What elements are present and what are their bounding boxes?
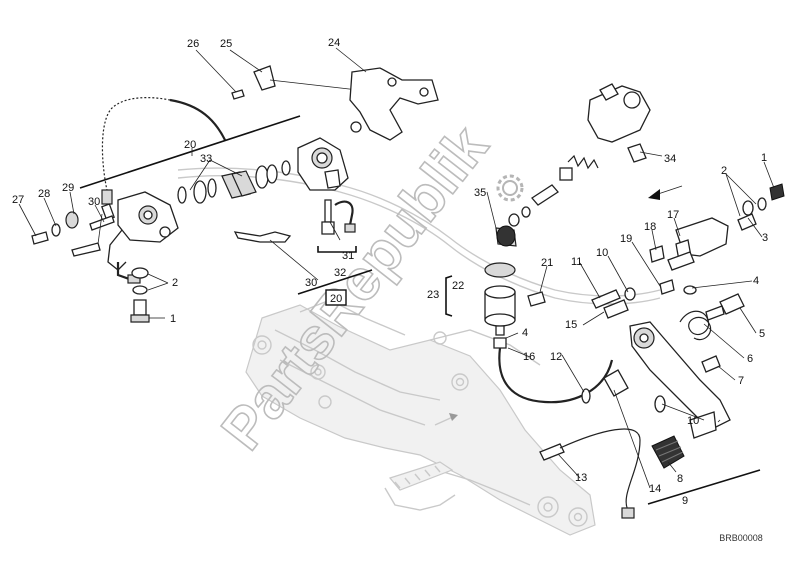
banjo-washers: [130, 267, 150, 323]
clamp-and-bolt: [231, 65, 359, 100]
label-11: 11: [571, 256, 582, 268]
label-35: 35: [474, 187, 486, 199]
caliper-carrier: [297, 137, 349, 191]
label-28: 28: [38, 188, 50, 200]
label-20-boxed: 20: [330, 293, 342, 305]
label-20-top: 20: [184, 139, 196, 151]
brake-fluid-reservoir: [484, 262, 546, 336]
brace-23: [445, 275, 453, 317]
reservoir-hose: [493, 337, 614, 404]
pedal-boot: [651, 435, 685, 469]
brake-light-sensor-cable: [539, 428, 641, 519]
brake-pads-and-spacers: [177, 160, 291, 204]
label-13: 13: [575, 472, 587, 484]
label-5: 5: [759, 328, 765, 340]
pedal-bushings: [581, 369, 666, 413]
label-15: 15: [565, 319, 577, 331]
bracket-bar-9: [647, 469, 761, 505]
pedal-pivot-bolt: [705, 293, 745, 321]
label-6: 6: [747, 353, 753, 365]
label-9: 9: [682, 495, 688, 507]
rear-caliper: [101, 191, 179, 284]
label-21: 21: [541, 257, 553, 269]
direction-arrow: [648, 185, 683, 200]
label-30-mid: 30: [305, 277, 317, 289]
frame-outline: [245, 299, 596, 536]
rear-master-cylinder-top: [587, 83, 663, 163]
label-18: 18: [644, 221, 656, 233]
label-19: 19: [620, 233, 632, 245]
brake-line-routing: [177, 167, 661, 305]
label-30-left: 30: [88, 196, 100, 208]
label-4-right: 4: [753, 275, 759, 287]
label-16: 16: [523, 351, 535, 363]
bracket-bar-20: [79, 115, 301, 189]
label-24: 24: [328, 37, 340, 49]
bracket-31: [297, 246, 373, 295]
label-22: 22: [452, 280, 464, 292]
label-23: 23: [427, 289, 439, 301]
reference-code: BRB00008: [719, 533, 763, 543]
label-26: 26: [187, 38, 199, 50]
piston-spring-rod: [495, 154, 599, 247]
label-25: 25: [220, 38, 232, 50]
brake-pedal: [629, 321, 731, 439]
return-spring: [679, 310, 712, 341]
label-34: 34: [664, 153, 676, 165]
label-33: 33: [200, 153, 212, 165]
pushrods: [591, 279, 697, 319]
label-12: 12: [550, 351, 562, 363]
label-2-right: 2: [721, 165, 727, 177]
pedal-stop-bolt: [701, 355, 721, 373]
caliper-bolts: [31, 211, 115, 257]
gear-icon: [496, 174, 524, 202]
heel-guard-bracket: [349, 67, 439, 141]
rear-master-cylinder: [649, 183, 785, 271]
label-1-left: 1: [170, 313, 176, 325]
label-10-top: 10: [596, 247, 608, 259]
boxed-label-20: 20: [325, 289, 347, 306]
label-8: 8: [677, 473, 683, 485]
hose-clip: [233, 231, 292, 243]
rear-brake-hose: [101, 97, 226, 205]
label-3: 3: [762, 232, 768, 244]
label-7: 7: [738, 375, 744, 387]
label-29: 29: [62, 182, 74, 194]
label-27: 27: [12, 194, 24, 206]
label-4-mid: 4: [522, 327, 528, 339]
part-labels: 26 25 24 20 33 27 28 29 30 2 1 31 30 32 …: [12, 37, 768, 507]
label-1-right: 1: [761, 152, 767, 164]
label-17: 17: [667, 209, 679, 221]
label-14: 14: [649, 483, 661, 495]
label-31: 31: [342, 250, 354, 262]
brake-light-switch: [321, 199, 356, 235]
label-2-left: 2: [172, 277, 178, 289]
leader-lines: [18, 47, 775, 489]
label-32: 32: [334, 267, 346, 279]
label-10-bottom: 10: [687, 415, 699, 427]
